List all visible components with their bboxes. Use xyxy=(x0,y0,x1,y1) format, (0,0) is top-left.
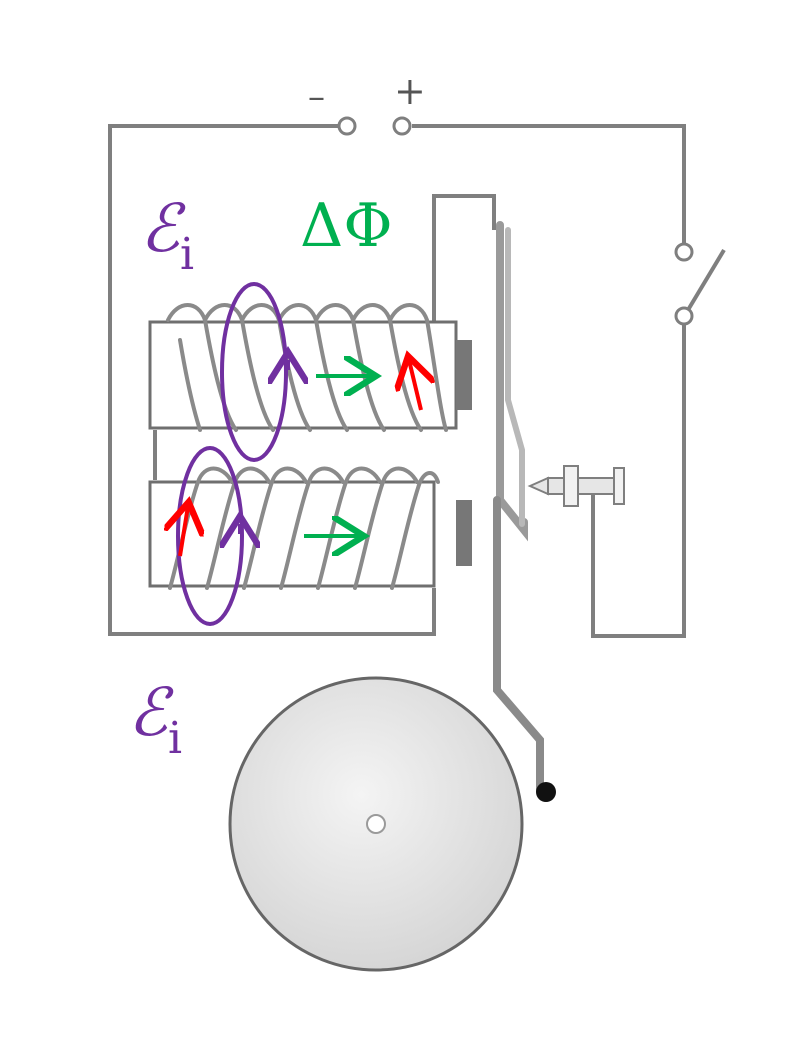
current-arrows xyxy=(180,360,421,557)
screw-tip xyxy=(527,476,549,496)
screw-head xyxy=(613,467,625,505)
current-arrow-lower xyxy=(180,506,188,557)
terminal-minus-label: – xyxy=(308,77,325,117)
armature-spring-plate xyxy=(505,227,525,527)
flux-change-label: ΔΦ xyxy=(300,191,393,261)
emf-label-top: ℰi xyxy=(140,196,194,277)
hammer-head xyxy=(536,782,556,802)
battery-terminals xyxy=(337,116,412,136)
terminal-positive xyxy=(392,116,412,136)
lower-coil xyxy=(148,466,472,590)
terminal-negative xyxy=(337,116,357,136)
armature xyxy=(493,221,556,802)
emf-label-bottom: ℰi xyxy=(128,680,182,761)
switch xyxy=(674,242,726,326)
flux-arrows xyxy=(304,376,372,536)
current-arrow-upper xyxy=(409,360,421,411)
wire-right-loop xyxy=(412,124,686,248)
lower-coil-windings xyxy=(168,466,440,590)
emf-label-bottom-sub: i xyxy=(167,713,183,764)
switch-lever xyxy=(686,248,726,312)
bell xyxy=(228,676,524,972)
circuit-wires xyxy=(108,124,686,638)
wire-switch-down xyxy=(591,320,686,638)
contact-screw xyxy=(527,465,625,507)
emf-label-top-main: ℰ xyxy=(140,190,180,267)
emf-label-top-sub: i xyxy=(179,229,195,280)
bell-center-bolt xyxy=(366,814,386,834)
emf-label-bottom-main: ℰ xyxy=(128,674,168,751)
switch-contact-bottom xyxy=(674,306,694,326)
upper-coil-pole xyxy=(456,340,472,410)
hammer-arm xyxy=(493,496,544,794)
screw-body xyxy=(547,477,619,495)
screw-nut xyxy=(563,465,579,507)
switch-contact-top xyxy=(674,242,694,262)
lower-coil-pole xyxy=(456,500,472,566)
wire-left-loop xyxy=(108,124,436,636)
terminal-plus-label: + xyxy=(394,69,426,113)
wire-upper-coil-end xyxy=(432,194,496,322)
upper-coil xyxy=(148,303,472,432)
